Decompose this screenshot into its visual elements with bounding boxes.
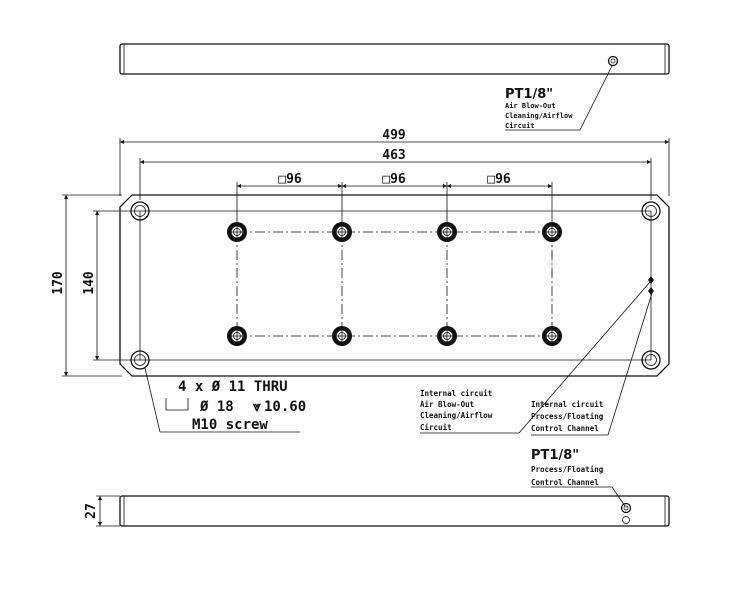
corner-hole-icon (641, 350, 661, 370)
hole-spacing-length-value: 463 (382, 148, 405, 163)
plate-plan-view (119, 194, 670, 377)
hole-spacing-height-value: 140 (82, 271, 97, 295)
internal-process-line1: Internal circuit (531, 400, 603, 409)
top-port-leader (505, 65, 613, 131)
pad-hole-icon (332, 326, 352, 346)
top-side-view (119, 43, 670, 75)
corner-hole-icon (641, 201, 661, 221)
top-port-line3: Circuit (505, 122, 535, 130)
hole-callout-leader (144, 367, 300, 433)
hole-callout-diameter: Ø 18 (199, 399, 234, 415)
square-dimension-2: □96 (382, 172, 406, 187)
pad-hole-icon (437, 222, 457, 242)
top-port-line2: Cleaning/Airflow (505, 112, 573, 120)
overall-length-dimension: 499 (119, 128, 670, 196)
thickness-dimension: 27 (84, 495, 120, 527)
internal-air-line4: Circuit (420, 423, 452, 432)
overall-height-value: 170 (51, 271, 66, 295)
top-port-icon (607, 55, 619, 67)
pad-hole-icon (227, 326, 247, 346)
hole-spacing-length-dimension: 463 (139, 148, 652, 200)
pad-hole-icon (542, 222, 562, 242)
bottom-port-line1: Process/Floating (531, 465, 604, 474)
bottom-port-line2: Control Channel (531, 478, 599, 487)
square-dimensions: □96 □96 □96 (236, 172, 553, 230)
counterbore-icon (165, 398, 189, 411)
bottom-port-icon (622, 516, 630, 524)
hole-callout-line3: M10 screw (192, 417, 268, 433)
top-port-size: PT1/8" (505, 87, 553, 102)
hole-callout-depth: 10.60 (264, 399, 306, 415)
square-dimension-3: □96 (487, 172, 511, 187)
top-port-line1: Air Blow-Out (505, 102, 556, 110)
pad-hole-icon (332, 222, 352, 242)
bottom-port-size: PT1/8" (531, 448, 579, 463)
overall-length-value: 499 (382, 128, 405, 143)
internal-air-line3: Cleaning/Airflow (420, 411, 493, 420)
internal-process-line3: Control Channel (531, 424, 599, 433)
depth-icon: ⩔ (252, 399, 261, 415)
internal-air-line1: Internal circuit (420, 389, 492, 398)
internal-air-leader (420, 281, 651, 434)
thickness-value: 27 (84, 503, 99, 519)
internal-air-line2: Air Blow-Out (420, 400, 474, 409)
hole-callout-line1: 4 x Ø 11 THRU (178, 379, 288, 395)
hole-spacing-height-dimension: 140 (82, 210, 140, 361)
pad-hole-icon (227, 222, 247, 242)
corner-hole-icon (130, 201, 150, 221)
internal-process-leader (531, 292, 653, 436)
bottom-port-icon (620, 502, 632, 514)
bottom-side-view (119, 495, 670, 527)
internal-process-line2: Process/Floating (531, 412, 604, 421)
pad-hole-icon (437, 326, 457, 346)
overall-height-dimension: 170 (51, 194, 122, 377)
square-dimension-1: □96 (278, 172, 302, 187)
pad-hole-icon (542, 326, 562, 346)
corner-hole-icon (130, 350, 150, 370)
